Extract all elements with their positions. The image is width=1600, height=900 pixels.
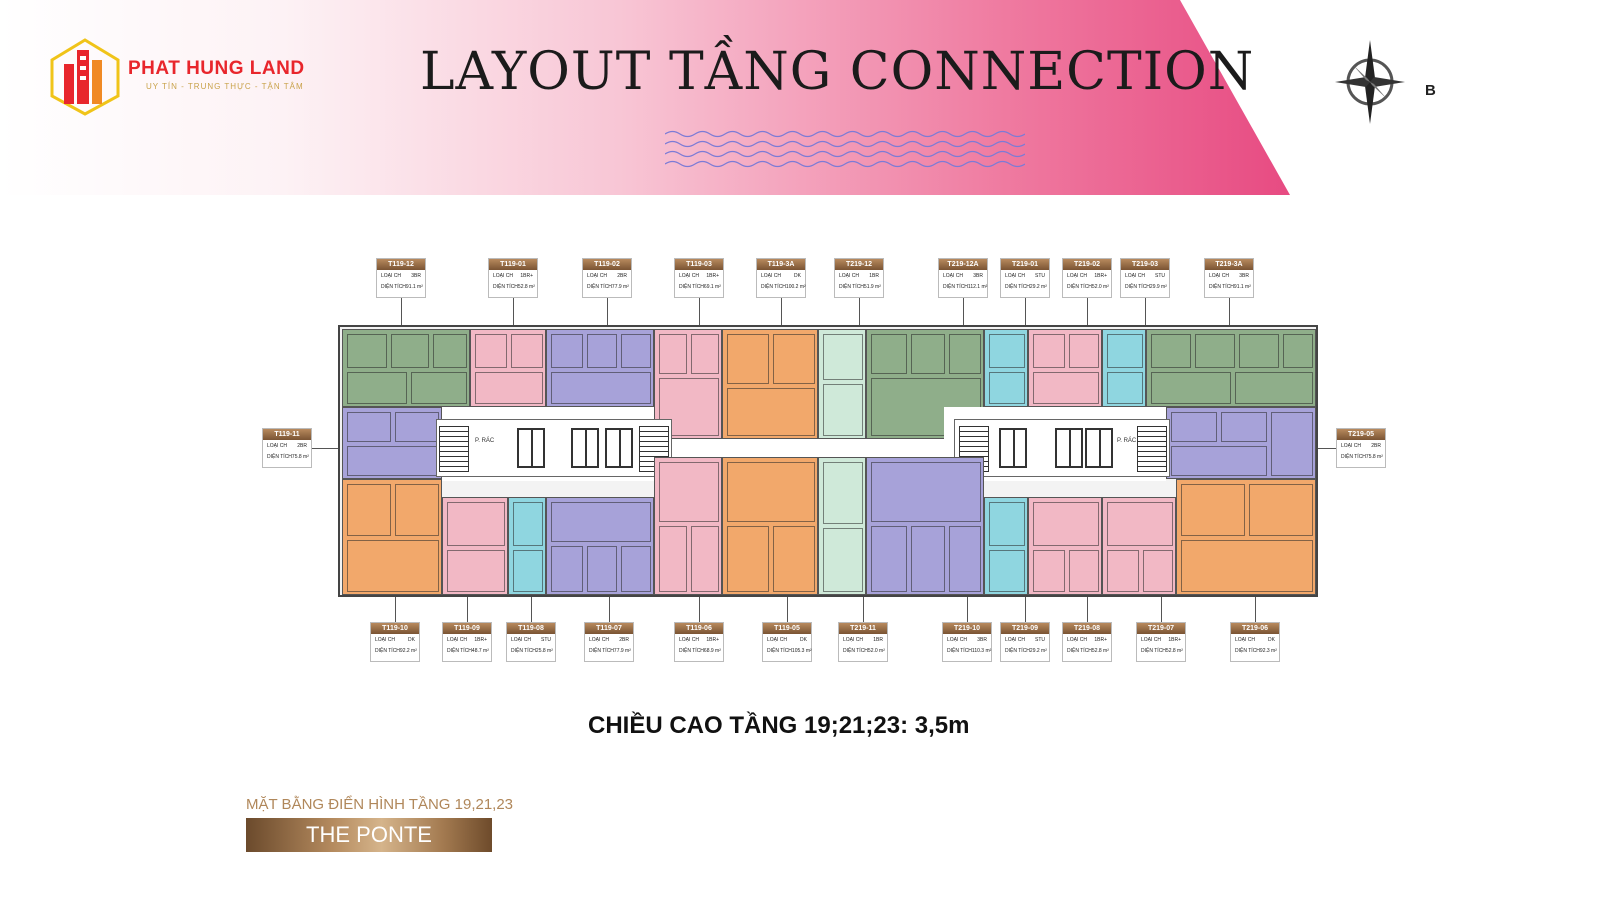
right-lift-2 [1055, 428, 1083, 468]
leader-line [1318, 448, 1336, 449]
leader-line [1255, 597, 1256, 622]
unit-T119-12[interactable] [342, 329, 470, 407]
right-lift-3 [1085, 428, 1113, 468]
leader-line [1087, 597, 1088, 622]
leader-line [531, 597, 532, 622]
leader-line [607, 298, 608, 325]
unit-T219-10[interactable] [866, 457, 984, 595]
leader-line [1025, 597, 1026, 622]
leader-line [609, 597, 610, 622]
leader-line [787, 597, 788, 622]
left-lift-1 [517, 428, 545, 468]
unit-T119-09[interactable] [442, 497, 508, 595]
project-name-badge: THE PONTE [246, 818, 492, 852]
leader-line [699, 298, 700, 325]
unit-T119-10[interactable] [342, 479, 442, 595]
wave-decoration [665, 130, 1025, 168]
brand-logo[interactable]: PHAT HUNG LAND UY TÍN - TRUNG THỰC - TẬN… [50, 38, 350, 118]
unit-T219-06[interactable] [1176, 479, 1316, 595]
unit-T119-11[interactable] [342, 407, 442, 479]
right-core: P. RÁC [954, 419, 1170, 477]
right-trash-room-label: P. RÁC [1117, 438, 1137, 444]
leader-line [967, 597, 968, 622]
left-stair [439, 426, 469, 472]
unit-T119-07[interactable] [546, 497, 654, 595]
unit-T219-09[interactable] [984, 497, 1028, 595]
left-trash-room-label: P. RÁC [475, 438, 495, 444]
page-title: LAYOUT TẦNG CONNECTION [420, 42, 1255, 102]
leader-line [1025, 298, 1026, 325]
unit-T219-11[interactable] [818, 457, 866, 595]
unit-T119-3A[interactable] [722, 329, 818, 439]
leader-line [699, 597, 700, 622]
unit-T219-08[interactable] [1028, 497, 1102, 595]
typical-floor-subtitle: MẶT BẰNG ĐIỂN HÌNH TẦNG 19,21,23 [246, 796, 514, 813]
unit-T219-07[interactable] [1102, 497, 1176, 595]
unit-T219-03[interactable] [1102, 329, 1146, 407]
unit-T119-06[interactable] [654, 457, 722, 595]
unit-T219-12[interactable] [818, 329, 866, 439]
leader-line [467, 597, 468, 622]
leader-line [1087, 298, 1088, 325]
right-lift-1 [999, 428, 1027, 468]
left-lift-3 [605, 428, 633, 468]
building-logo-icon [50, 38, 120, 116]
brand-tagline: UY TÍN - TRUNG THỰC - TẬN TÂM [146, 82, 304, 91]
header-banner [0, 0, 1290, 195]
compass-north-label: B [1425, 82, 1436, 99]
floor-plan: P. RÁC P. RÁC [338, 325, 1318, 597]
leader-line [781, 298, 782, 325]
brand-name: PHAT HUNG LAND [128, 58, 305, 79]
leader-line [859, 298, 860, 325]
unit-T219-01[interactable] [984, 329, 1028, 407]
unit-T219-05[interactable] [1166, 407, 1316, 479]
compass-icon [1335, 40, 1405, 124]
left-lift-2 [571, 428, 599, 468]
leader-line [863, 597, 864, 622]
unit-T119-08[interactable] [508, 497, 546, 595]
unit-T119-02[interactable] [546, 329, 654, 407]
unit-T119-05[interactable] [722, 457, 818, 595]
middle-corridor [654, 439, 944, 457]
leader-line [513, 298, 514, 325]
right-stair-2 [1137, 426, 1167, 472]
leader-line [395, 597, 396, 622]
unit-T219-02[interactable] [1028, 329, 1102, 407]
left-core: P. RÁC [436, 419, 672, 477]
floor-height-note: CHIỀU CAO TẦNG 19;21;23: 3,5m [588, 712, 970, 739]
leader-line [1229, 298, 1230, 325]
unit-T119-01[interactable] [470, 329, 546, 407]
leader-line [1145, 298, 1146, 325]
leader-line [312, 448, 338, 449]
leader-line [963, 298, 964, 325]
unit-T219-3A[interactable] [1146, 329, 1316, 407]
leader-line [401, 298, 402, 325]
leader-line [1161, 597, 1162, 622]
